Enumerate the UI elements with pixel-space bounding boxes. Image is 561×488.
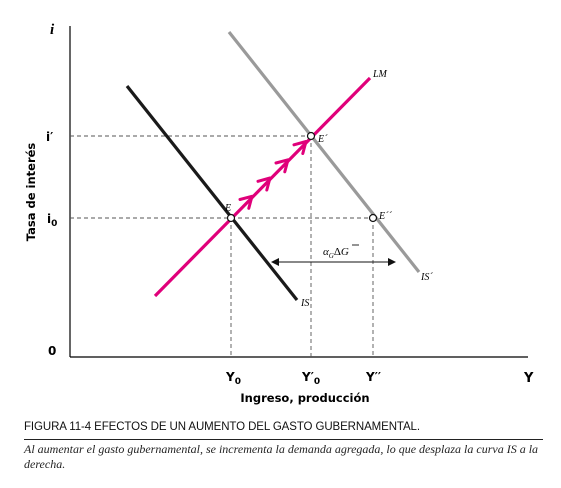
figure-caption-text: Al aumentar el gasto gubernamental, se i… — [24, 442, 539, 471]
is-prime-curve-label: IS´ — [420, 272, 433, 283]
point-e-label: E — [224, 203, 231, 214]
point-e-prime-label: E´ — [317, 134, 328, 145]
y-tick-i0: i0 — [47, 212, 57, 229]
y-tick-i-prime: i′ — [46, 130, 53, 144]
shift-label: αGΔG — [323, 246, 349, 260]
is-prime-curve — [227, 31, 421, 273]
caption-divider — [24, 439, 543, 440]
y-axis-symbol: i — [50, 22, 55, 38]
x-axis-title: Ingreso, producción — [240, 391, 369, 405]
figure-caption-title: FIGURA 11-4 EFECTOS DE UN AUMENTO DEL GA… — [24, 421, 420, 433]
point-e-double-prime-label: E´´ — [378, 211, 392, 222]
point-e — [226, 213, 236, 223]
x-tick-y-double-prime: Y′′ — [365, 370, 381, 384]
point-e-double-prime — [368, 213, 378, 223]
adjustment-arrow-1 — [238, 194, 254, 210]
y-axis-title: Tasa de interés — [24, 143, 38, 242]
adjustment-arrow-4 — [292, 140, 308, 155]
origin-label: 0 — [48, 344, 56, 358]
lm-curve — [153, 76, 372, 298]
x-tick-y0: Y0 — [225, 370, 241, 387]
adjustment-arrow-3 — [274, 158, 290, 174]
x-axis-symbol: Y — [523, 371, 534, 386]
is-curve-label: IS — [300, 298, 309, 309]
x-tick-y0-prime: Y′0 — [301, 370, 320, 387]
adjustment-arrows — [238, 140, 308, 210]
lm-curve-label: LM — [372, 69, 388, 80]
adjustment-arrow-2 — [256, 176, 272, 192]
point-e-prime — [306, 131, 316, 141]
is-curve — [125, 85, 299, 301]
